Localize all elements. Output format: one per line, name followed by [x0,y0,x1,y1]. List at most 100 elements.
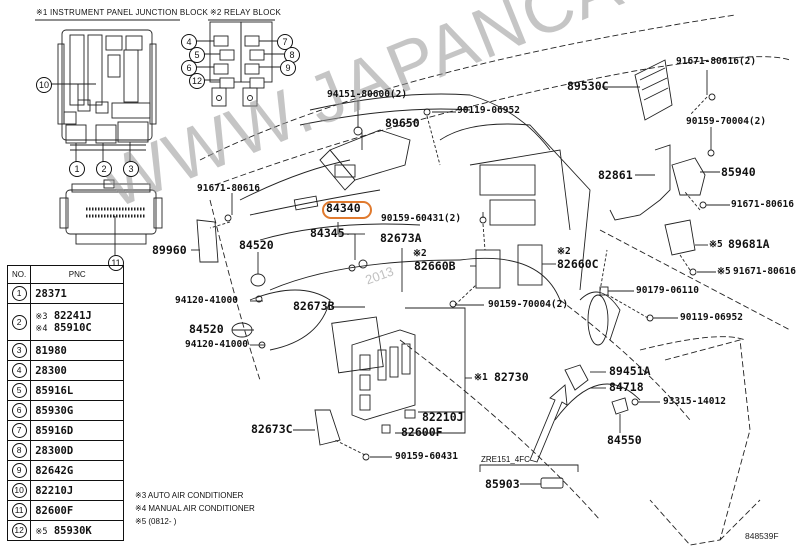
pnc-value[interactable]: 85930G [30,400,125,421]
part-label-82660b[interactable]: 82660B [414,259,456,273]
pnc-row-number: 1 [11,286,27,301]
pnc-row[interactable]: 11 82600F [6,500,125,521]
pnc-value[interactable]: 85930K [53,524,92,537]
junction-callout-3[interactable]: 3 [123,161,139,177]
pnc-row[interactable]: 12 ※5 85930K [6,520,125,541]
part-label-82730[interactable]: 82730 [494,370,529,384]
part-label-82673c[interactable]: 82673C [251,422,293,436]
part-label-94120-41000-a[interactable]: 94120-41000 [175,295,238,306]
junction-callout-2[interactable]: 2 [96,161,112,177]
pnc-row[interactable]: 8 28300D [6,440,125,461]
relay-callout-8[interactable]: 8 [284,47,300,63]
relay-callout-5[interactable]: 5 [189,47,205,63]
pnc-row-number: 8 [11,443,27,458]
relay-callout-12[interactable]: 12 [189,73,205,89]
pnc-value[interactable]: 85916L [30,380,125,401]
part-label-84550[interactable]: 84550 [607,433,642,447]
part-label-90159-70004-a[interactable]: 90159-70004(2) [686,116,767,127]
module-89681a-drawing [664,219,696,256]
pnc-value[interactable]: 28300 [30,360,125,381]
pnc-value[interactable]: 28371 [30,283,125,304]
ecu-plate-drawing [331,316,384,374]
part-label-90159-70004-b[interactable]: 90159-70004(2) [488,299,569,310]
part-label-90159-60431[interactable]: 90159-60431 [395,451,458,462]
dashboard-outline [199,14,791,546]
junction-block-main-drawing [351,329,416,421]
pnc-row-number: 10 [11,483,27,498]
pnc-value[interactable]: 81980 [30,340,125,361]
part-label-94120-41000-b[interactable]: 94120-41000 [185,339,248,350]
pnc-value[interactable]: 28300D [30,440,125,461]
pnc-table-header: NO. PNC [6,265,125,284]
fuse-82600f-drawing [381,424,391,434]
relay-82210j-drawing [404,409,416,419]
part-label-82600f[interactable]: 82600F [401,425,443,439]
pnc-row-number: 2 [11,314,27,330]
pnc-value[interactable]: 82600F [30,500,125,521]
part-label-89451a[interactable]: 89451A [609,364,651,378]
part-label-85940[interactable]: 85940 [721,165,756,179]
part-label-82861[interactable]: 82861 [598,168,633,182]
part-label-84340[interactable]: 84340 [326,201,361,215]
pnc-row[interactable]: 4 28300 [6,360,125,381]
pnc-row[interactable]: 3 81980 [6,340,125,361]
part-label-84520-a[interactable]: 84520 [239,238,274,252]
part-label-82673a[interactable]: 82673A [380,231,422,245]
part-label-93315-14012[interactable]: 93315-14012 [663,396,726,407]
part-label-90179-06110[interactable]: 90179-06110 [636,285,699,296]
part-label-82210j[interactable]: 82210J [422,410,464,424]
pnc-row[interactable]: 1 28371 [6,283,125,304]
pnc-row[interactable]: 5 85916L [6,380,125,401]
part-label-90159-60431-2[interactable]: 90159-60431(2) [381,213,462,224]
highlight-84340 [322,201,372,219]
note-ref-91671-80616-d: ※5 [717,266,731,277]
pnc-row-number: 5 [11,383,27,398]
bracket-82861-drawing [609,144,671,221]
part-label-91671-80616-d[interactable]: 91671-80616 [733,266,796,277]
part-label-82660c[interactable]: 82660C [557,257,599,271]
relay-callout-6[interactable]: 6 [181,60,197,76]
pnc-header-pnc: PNC [30,265,125,284]
pnc-row-number: 12 [11,523,27,538]
variant-bracket [479,464,579,472]
module-89960-drawing [196,219,219,263]
part-label-82673b[interactable]: 82673B [293,299,335,313]
part-label-90119-06952-b[interactable]: 90119-06952 [680,312,743,323]
part-label-94151-80600[interactable]: 94151-80600(2) [327,89,408,100]
pnc-value[interactable]: 82241J [53,310,92,322]
pnc-row[interactable]: 2 ※3 82241J ※4 85910C [6,303,125,341]
relay-block-drawing [209,21,273,107]
junction-connector-drawing [59,179,163,245]
part-label-90119-06952-a[interactable]: 90119-06952 [457,105,520,116]
pnc-row-number: 9 [11,463,27,478]
part-label-91671-80616-b[interactable]: 91671-80616 [731,199,794,210]
pnc-value[interactable]: 85910C [53,322,92,334]
part-label-85903[interactable]: 85903 [485,477,520,491]
part-label-89960[interactable]: 89960 [152,243,187,257]
pnc-value[interactable]: 85916D [30,420,125,441]
part-label-91671-80616-2[interactable]: 91671-80616(2) [676,56,757,67]
pnc-row[interactable]: 10 82210J [6,480,125,501]
part-label-89650[interactable]: 89650 [385,116,420,130]
junction-callout-1[interactable]: 1 [69,161,85,177]
pnc-value[interactable]: 82642G [30,460,125,481]
part-label-84520-b[interactable]: 84520 [189,322,224,336]
part-label-84345[interactable]: 84345 [310,226,345,240]
relay-callout-9[interactable]: 9 [280,60,296,76]
pnc-row[interactable]: 6 85930G [6,400,125,421]
module-85903-drawing [540,477,564,489]
relay-callout-4[interactable]: 4 [181,34,197,50]
pnc-row-number: 6 [11,403,27,418]
pnc-value[interactable]: 82210J [30,480,125,501]
dashboard-solid-lines [239,93,641,421]
pnc-table: NO. PNC 1 28371 2 ※3 82241J ※4 85910C 3 … [6,265,125,541]
part-label-84718[interactable]: 84718 [609,380,644,394]
pnc-row-number: 11 [11,503,27,518]
part-label-89681a[interactable]: 89681A [728,237,770,251]
module-89530c-drawing [634,59,673,121]
pnc-row[interactable]: 7 85916D [6,420,125,441]
part-label-91671-80616-c[interactable]: 91671-80616 [197,183,260,194]
pnc-row[interactable]: 9 82642G [6,460,125,481]
part-label-89530c[interactable]: 89530C [567,79,609,93]
junction-callout-10[interactable]: 10 [36,77,52,93]
